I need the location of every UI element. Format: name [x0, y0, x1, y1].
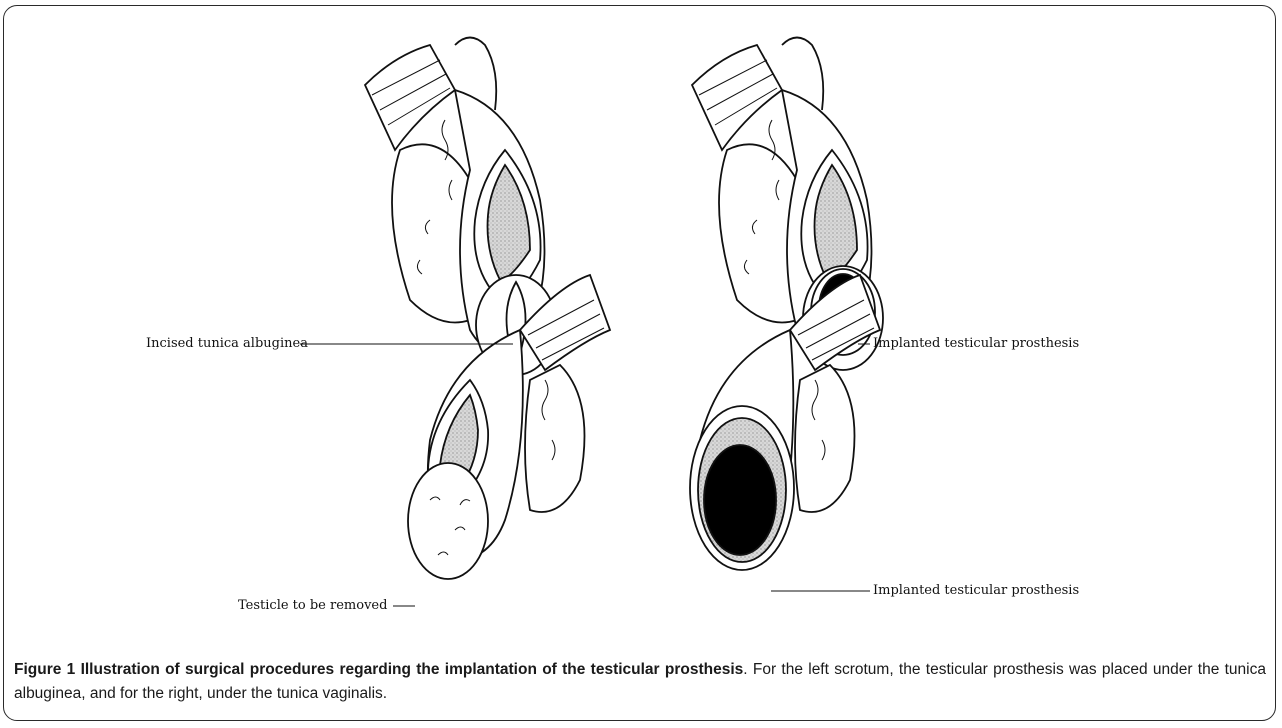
- label-testicle-to-be-removed: Testicle to be removed: [238, 598, 387, 613]
- label-implanted-prosthesis-top: Implanted testicular prosthesis: [873, 336, 1079, 351]
- figure-caption: Figure 1 Illustration of surgical proced…: [14, 658, 1266, 706]
- label-incised-tunica-albuginea: Incised tunica albuginea: [146, 336, 308, 351]
- caption-title: Figure 1 Illustration of surgical proced…: [14, 661, 743, 678]
- surgical-illustration: [0, 0, 1282, 640]
- label-implanted-prosthesis-bottom: Implanted testicular prosthesis: [873, 583, 1079, 598]
